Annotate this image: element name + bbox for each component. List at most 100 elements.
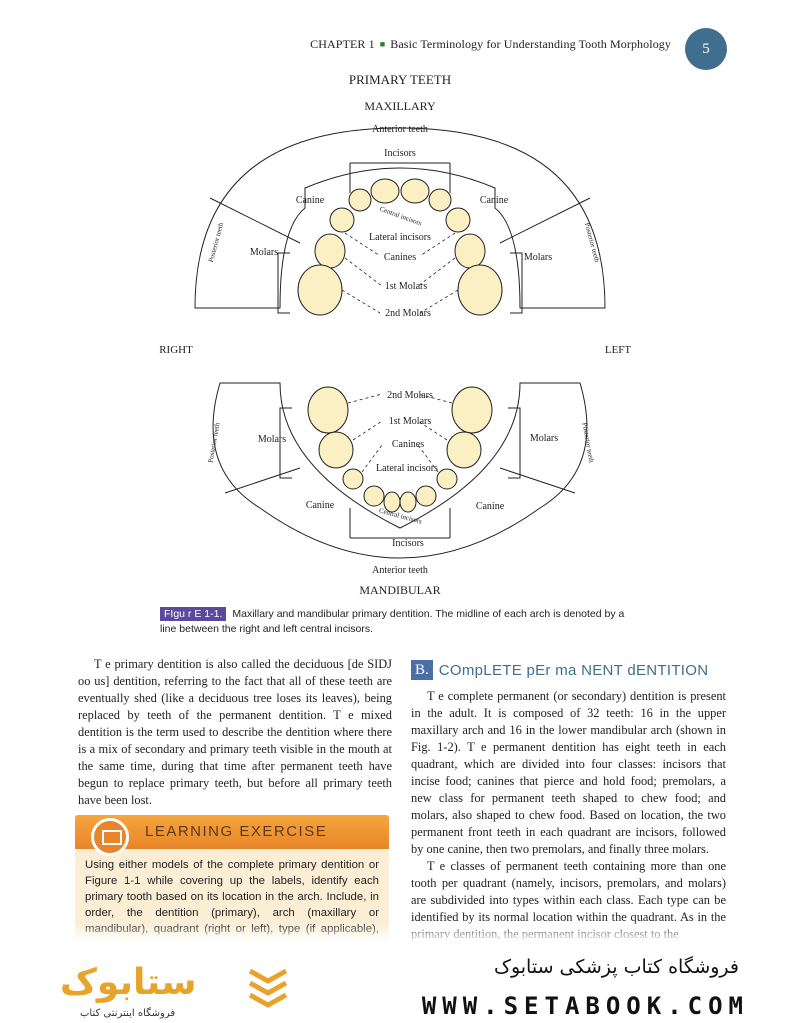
upper-incisors-label: Incisors (384, 148, 416, 159)
lower-incisors-bracket (349, 508, 451, 539)
store-url[interactable]: WWW.SETABOOK.COM (421, 992, 749, 1020)
right-column: B. COmpLETE pEr ma NENT dENTITION T e co… (411, 660, 726, 943)
dentition-diagram: PRIMARY TEETH MAXILLARY Anterior teeth I… (159, 72, 632, 597)
upper-2nd-molars-label: 2nd Molars (385, 308, 431, 319)
permanent-dentition-paragraph: T e complete permanent (or secondary) de… (411, 689, 726, 856)
lower-canine-right (342, 468, 364, 490)
upper-first-molar-left (454, 233, 486, 269)
upper-molars-label-left: Molars (524, 252, 552, 263)
left-side-label: LEFT (605, 344, 632, 356)
upper-lateral-incisor-right (348, 188, 372, 212)
leader-2nd-lower-r (347, 393, 383, 404)
store-name: فروشگاه کتاب پزشکی ستابوک (493, 956, 739, 978)
figure-title: PRIMARY TEETH (349, 72, 451, 87)
upper-lateral-incisors-label: Lateral incisors (369, 232, 431, 243)
section-heading: B. COmpLETE pEr ma NENT dENTITION (411, 660, 726, 680)
setabook-logo: ستابوک فروشگاه اینترنتی کتاب (60, 962, 230, 1019)
lower-first-molar-left (446, 431, 482, 469)
leader-2nd-upper-l (419, 289, 459, 314)
page-number: 5 (685, 28, 727, 70)
lower-lateral-incisors-label: Lateral incisors (376, 463, 438, 474)
exercise-banner: LEARNING EXERCISE (75, 815, 389, 856)
upper-central-incisor-left (400, 178, 430, 204)
leader-1st-upper-l (417, 257, 456, 287)
lower-molars-label-right: Molars (258, 434, 286, 445)
mandibular-label: MANDIBULAR (359, 583, 440, 597)
watermark-footer: ستابوک فروشگاه اینترنتی کتاب فروشگاه کتا… (0, 940, 789, 1023)
upper-posterior-label-left: Posterior teeth (583, 222, 601, 264)
lower-canine-left (436, 468, 458, 490)
upper-first-molar-right (314, 233, 346, 269)
section-title: COmpLETE pEr ma NENT dENTITION (438, 661, 709, 679)
classes-paragraph: T e classes of permanent teeth containin… (411, 859, 726, 941)
logo-wordmark: ستابوک (60, 962, 198, 1003)
lower-second-molar-right (307, 386, 349, 434)
lower-2nd-molars-label: 2nd Molars (387, 390, 433, 401)
exercise-title: LEARNING EXERCISE (145, 823, 328, 840)
upper-anterior-label: Anterior teeth (372, 124, 428, 135)
leader-1st-lower-r (352, 420, 383, 441)
lower-central-incisor-left (399, 491, 417, 513)
computer-icon (91, 818, 129, 856)
upper-canines-label: Canines (384, 252, 416, 263)
leader-2nd-upper-r (341, 289, 381, 314)
upper-canine-right (329, 207, 355, 233)
lower-molars-bracket-right (279, 407, 292, 479)
upper-1st-molars-label: 1st Molars (385, 281, 428, 292)
upper-canine-label-right: Canine (296, 195, 325, 206)
upper-second-molar-right (297, 264, 343, 316)
leader-canines-upper-l (419, 232, 456, 257)
upper-posterior-label-right: Posterior teeth (207, 221, 225, 263)
maxillary-divider-right (209, 197, 301, 244)
caption-text: Maxillary and mandibular primary dentiti… (160, 608, 625, 635)
upper-molars-bracket-left (510, 252, 523, 314)
left-column: T e primary dentition is also called the… (78, 656, 392, 809)
logo-subtitle: فروشگاه اینترنتی کتاب (80, 1008, 176, 1019)
lower-canines-label: Canines (392, 439, 424, 450)
exercise-body: Using either models of the complete prim… (75, 849, 389, 945)
maxillary-divider-left (499, 197, 591, 244)
leader-1st-upper-r (344, 257, 383, 287)
upper-central-incisors-label: Central incisors (379, 205, 423, 228)
chapter-label: CHAPTER 1 (310, 37, 375, 51)
lower-lateral-incisor-left (415, 485, 437, 507)
learning-exercise-box: LEARNING EXERCISE Using either models of… (75, 815, 389, 945)
maxillary-label: MAXILLARY (364, 99, 436, 113)
running-head: CHAPTER 1 ■ Basic Terminology for Understa… (310, 37, 671, 52)
mandibular-arch-outline (212, 382, 588, 559)
lower-posterior-label-right: Posterior teeth (207, 421, 222, 463)
lower-first-molar-right (318, 431, 354, 469)
lower-lateral-incisor-right (363, 485, 385, 507)
chevron-logo-icon (248, 968, 288, 1008)
upper-second-molar-left (457, 264, 503, 316)
dentition-figure: PRIMARY TEETH MAXILLARY Anterior teeth I… (150, 68, 650, 608)
upper-molars-label-right: Molars (250, 247, 278, 258)
chapter-title: Basic Terminology for Understanding Toot… (390, 37, 671, 51)
upper-central-incisor-right (370, 178, 400, 204)
lower-second-molar-left (451, 386, 493, 434)
figure-caption: FIgu r E 1-1.Maxillary and mandibular pr… (160, 607, 640, 637)
right-side-label: RIGHT (159, 344, 193, 356)
mandibular-divider-right (224, 467, 301, 494)
lower-molars-bracket-left (508, 407, 521, 479)
mandibular-divider-left (499, 467, 576, 494)
lower-anterior-label: Anterior teeth (372, 565, 428, 576)
lower-incisors-label: Incisors (392, 538, 424, 549)
separator-bullet: ■ (379, 39, 386, 49)
lower-canine-label-left: Canine (476, 501, 505, 512)
leader-canines-upper-r (344, 232, 381, 257)
maxillary-arch-outline (194, 127, 606, 309)
upper-canine-left (445, 207, 471, 233)
page-header: CHAPTER 1 ■ Basic Terminology for Understa… (0, 28, 789, 70)
upper-canine-label-left: Canine (480, 195, 509, 206)
upper-lateral-incisor-left (428, 188, 452, 212)
lower-central-incisors-label: Central incisors (378, 506, 423, 525)
caption-label: FIgu r E 1-1. (160, 607, 227, 621)
primary-dentition-paragraph: T e primary dentition is also called the… (78, 657, 392, 807)
upper-molars-bracket-right (277, 252, 290, 314)
lower-1st-molars-label: 1st Molars (389, 416, 432, 427)
upper-incisors-bracket (349, 162, 451, 193)
lower-molars-label-left: Molars (530, 433, 558, 444)
section-letter: B. (411, 660, 433, 680)
lower-canine-label-right: Canine (306, 500, 335, 511)
